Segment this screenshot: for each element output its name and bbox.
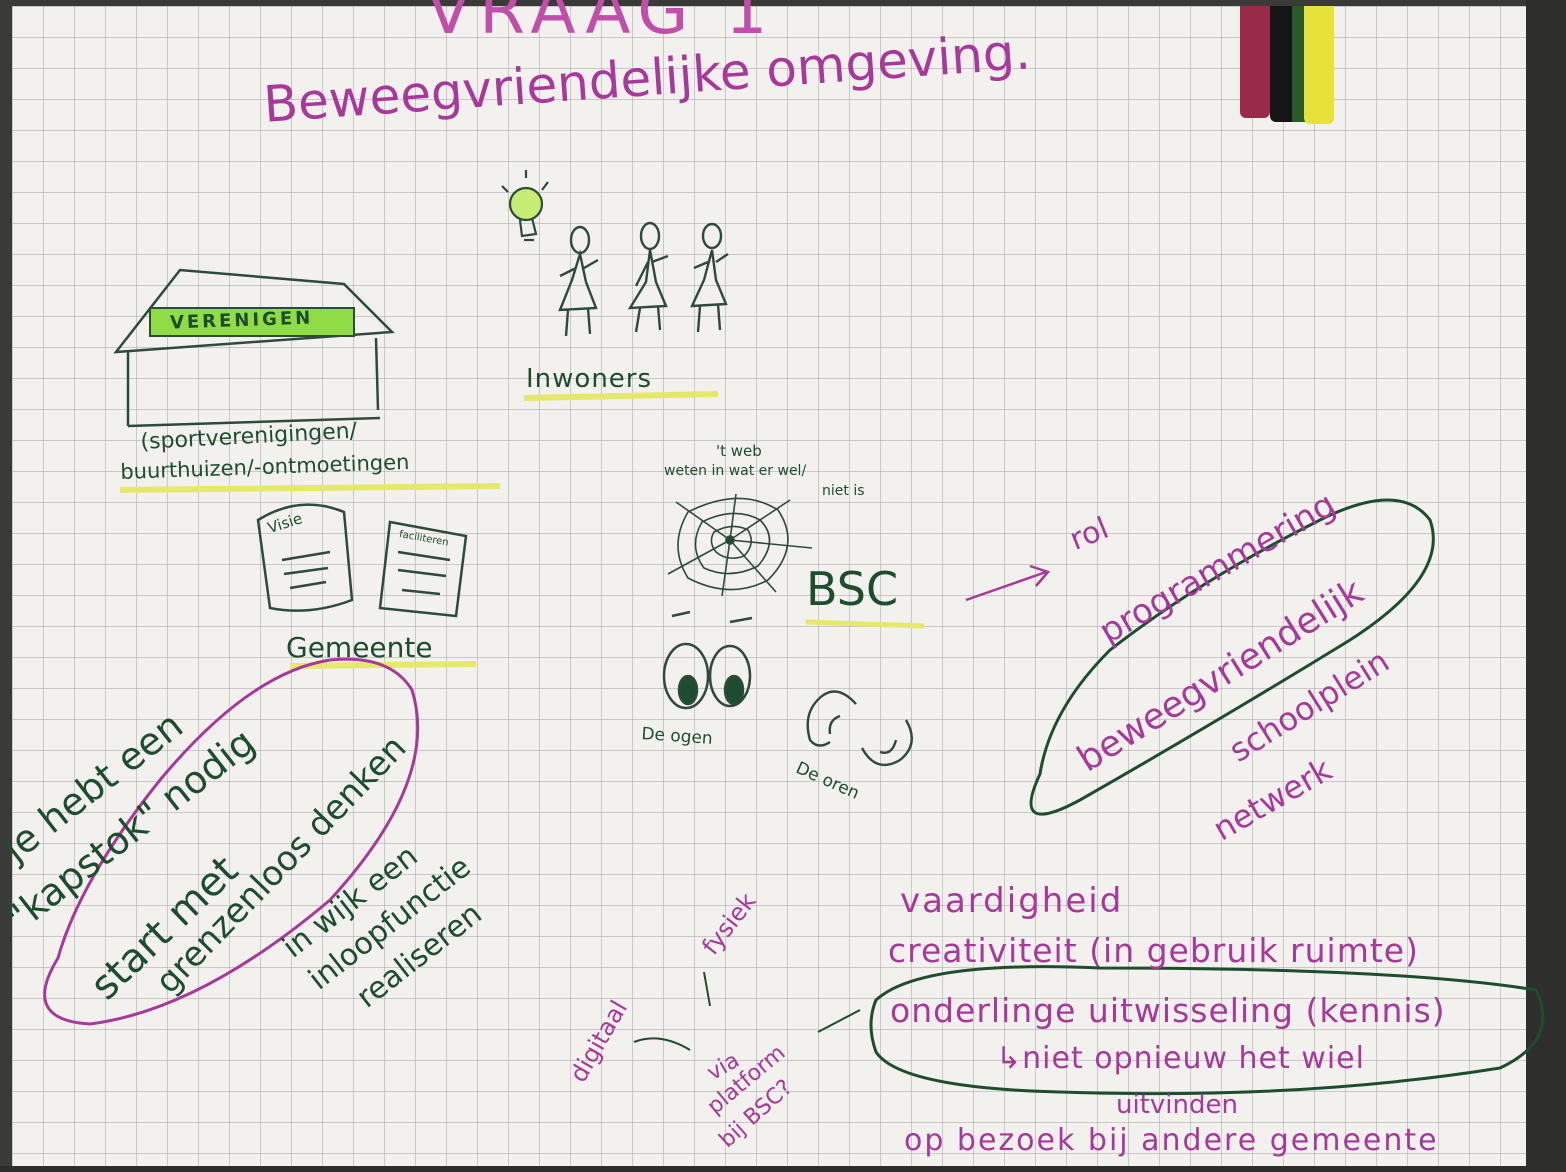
lightbulb-icon — [501, 170, 549, 242]
vraag-heading: VRAAG 1 — [426, 0, 776, 49]
verenigingen-building-drawing — [113, 268, 395, 428]
red-marker — [1240, 6, 1270, 118]
grid-paper-sheet — [12, 6, 1526, 1166]
start-ellipse — [43, 657, 420, 1026]
verenigingen-sign-highlight — [149, 307, 355, 337]
verenigingen-sign-label: VERENIGEN — [169, 307, 314, 334]
gemeente-label: Gemeente — [286, 631, 433, 664]
uitwisseling-ellipse — [869, 965, 1545, 1096]
uitwisseling-label: onderlinge uitwisseling (kennis) — [890, 991, 1446, 1030]
inwoners-label: Inwoners — [526, 364, 653, 394]
bsc-underline — [805, 619, 925, 629]
vaardigheid-label: vaardigheid — [900, 881, 1124, 921]
visie-document-drawing — [256, 503, 354, 612]
yellow-marker — [1304, 6, 1334, 124]
web-note-line-3: niet is — [822, 483, 865, 499]
inwoners-underline — [523, 391, 719, 401]
spider-web-drawing — [667, 493, 813, 597]
marker-pens — [1240, 6, 1336, 124]
ears-drawing — [806, 690, 913, 767]
table-surface-right — [1526, 0, 1566, 1172]
green-marker — [1292, 6, 1306, 122]
rol-arrow — [965, 564, 1051, 602]
faciliteren-document-drawing — [378, 520, 468, 618]
rol-ellipse — [1029, 498, 1435, 816]
web-note-line-1: 't web — [716, 442, 762, 460]
verenigingen-note-underline — [119, 483, 501, 493]
creativiteit-label: creativiteit (in gebruik ruimte) — [888, 931, 1419, 970]
web-note-line-2: weten in wat er wel/ — [664, 463, 807, 479]
table-surface-bottom — [0, 1166, 1566, 1172]
platform-connectors — [633, 971, 861, 1051]
bsc-label: BSC — [806, 562, 899, 616]
table-surface-left — [0, 0, 12, 1172]
inwoners-figures-drawing — [558, 221, 729, 337]
ogen-label: De ogen — [640, 724, 714, 749]
eyes-drawing — [662, 610, 753, 710]
uitvinden-label: uitvinden — [1116, 1090, 1238, 1120]
wiel-label: ↳niet opnieuw het wiel — [996, 1041, 1365, 1076]
bezoek-label: op bezoek bij andere gemeente — [904, 1123, 1439, 1158]
